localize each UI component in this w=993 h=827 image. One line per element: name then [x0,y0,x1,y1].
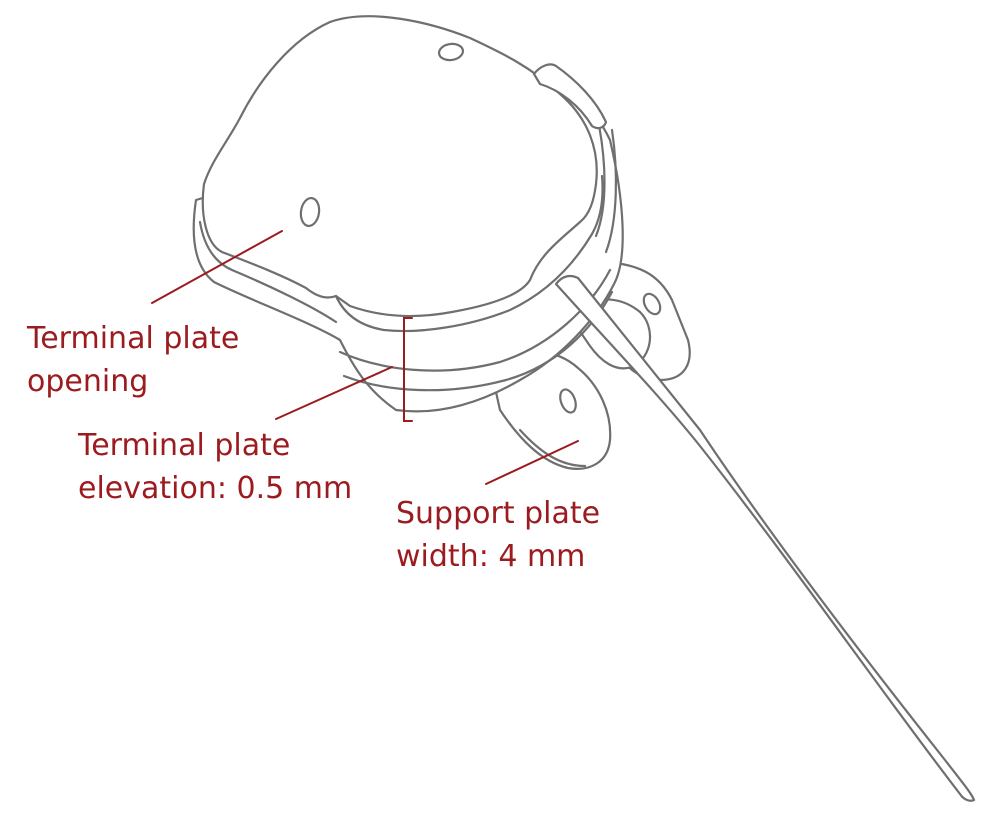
leader-line-elevation [275,366,393,420]
label-terminal-plate-opening-line-2: opening [27,364,149,399]
body-rim-line-4 [604,128,618,254]
label-support-plate-width-line-2: width: 4 mm [396,539,586,574]
terminal-plate-opening-hole [299,196,321,228]
body-rim-line-3 [342,290,614,392]
body-top [201,15,598,317]
label-terminal-plate-opening-line-1: Terminal plate [27,321,240,356]
body-rim-line-5 [594,118,606,238]
label-support-plate-width-line-1: Support plate [396,496,601,531]
top-ridge [532,63,608,130]
body-rim-line-1 [198,220,338,324]
top-hole [437,42,465,62]
body-top-rim [334,174,604,333]
leader-line-support [485,440,579,485]
elevation-bracket [403,317,413,422]
label-support-plate-width: Support plate width: 4 mm [396,492,600,578]
front-tab-hole [559,388,577,414]
lead-wire [554,274,976,802]
right-tab-hole [642,292,662,316]
front-tab-lower-edge [518,428,587,468]
label-terminal-plate-elevation: Terminal plate elevation: 0.5 mm [78,424,352,510]
label-terminal-plate-opening: Terminal plate opening [27,317,239,403]
leader-line-opening [151,230,283,304]
label-terminal-plate-elevation-line-1: Terminal plate [78,428,291,463]
label-terminal-plate-elevation-line-2: elevation: 0.5 mm [78,471,353,506]
